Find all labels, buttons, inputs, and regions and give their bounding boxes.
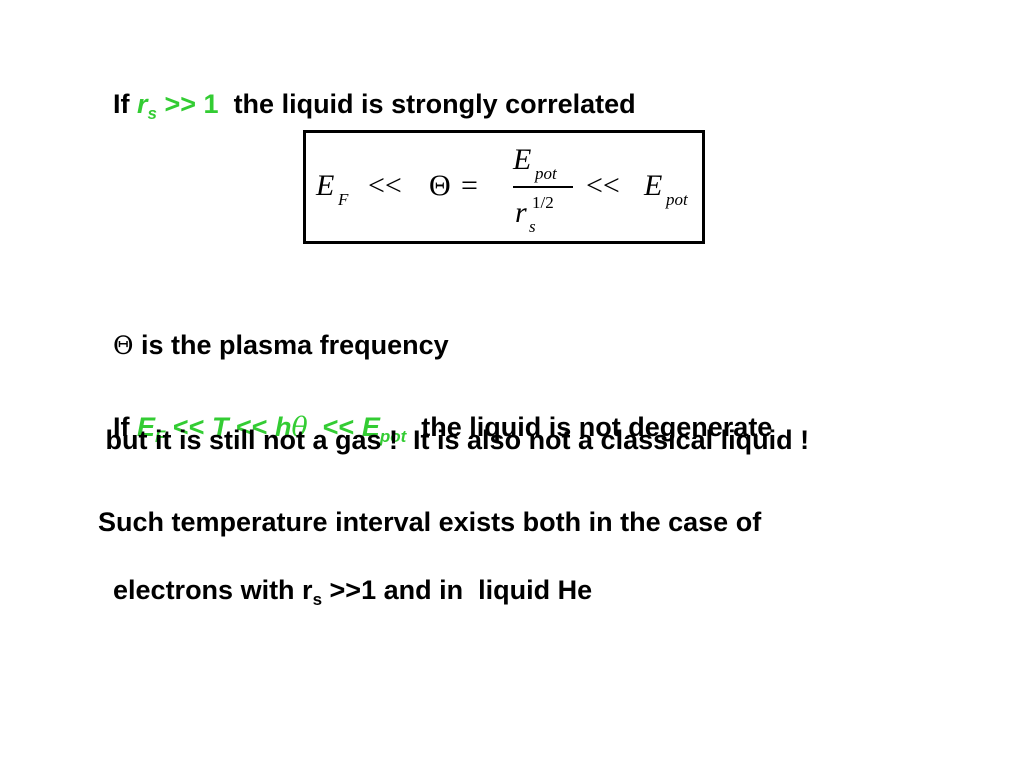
ef-symbol: EF [137,412,166,446]
helium-text: >>1 and in liquid He [322,575,593,605]
electrons-text: electrons with r [113,575,313,605]
if-word-2: If [113,412,138,442]
much-less-3: << [307,412,362,442]
theta-symbol-text: Θ [113,331,134,360]
statement-not-gas: but it is still not a gas ! It is also n… [98,425,810,455]
fermi-energy-symbol: E [316,169,335,202]
plasma-frequency-text: is the plasma frequency [133,330,449,360]
h-symbol: h [275,412,292,442]
statement-plasma-frequency: Θ is the plasma frequency [98,305,449,359]
rs-condition: >> 1 [157,89,219,119]
formula-box: E F << Θ = E pot r s 1/2 << E pot [303,130,705,244]
much-less-1: << [165,412,212,442]
much-less-symbol-1: << [368,169,402,202]
denominator-subscript: s [529,217,536,236]
theta-symbol: Θ [429,169,451,202]
theta-small-symbol: θ [291,412,308,443]
rs-subscript: s [312,590,323,609]
rs-symbol: rs [137,89,157,123]
fraction-bar [513,186,573,188]
numerator-energy-symbol: E [513,143,532,176]
numerator-subscript: pot [535,164,557,183]
correlated-text: the liquid is strongly correlated [218,89,636,119]
equals-symbol: = [461,169,478,202]
statement-not-degenerate: If EF << T << hθ << Epot the liquid is n… [98,387,773,446]
fermi-energy-subscript: F [338,190,349,209]
t-symbol: T [211,412,229,442]
if-word: If [113,89,138,119]
much-less-symbol-2: << [586,169,620,202]
statement-correlated: If rs >> 1 the liquid is strongly correl… [98,64,636,123]
much-less-2: << [228,412,276,442]
denominator-r-symbol: r [515,196,527,229]
denominator-exponent: 1/2 [532,193,554,212]
potential-energy-symbol: E [644,169,663,202]
not-degenerate-text: the liquid is not degenerate [406,412,773,442]
potential-energy-subscript: pot [666,190,688,209]
epot-symbol: Epot [361,412,407,446]
statement-electrons-helium: electrons with rs >>1 and in liquid He [98,550,593,609]
statement-temperature-interval: Such temperature interval exists both in… [98,507,762,537]
